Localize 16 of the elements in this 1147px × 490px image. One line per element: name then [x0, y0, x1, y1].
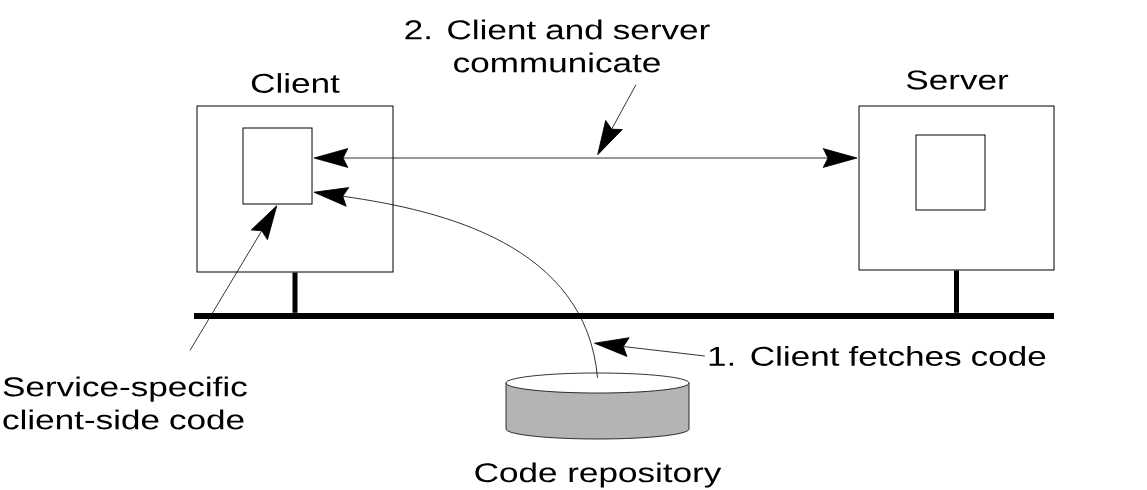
leader-line [594, 337, 706, 357]
box-heading: Server [906, 70, 1009, 90]
leader-line [189, 205, 278, 351]
leader-line [597, 84, 637, 156]
inner-box [242, 127, 313, 205]
arrow [313, 187, 598, 379]
inner-box [915, 134, 986, 211]
annotation-text: 1. Client fetches code [709, 346, 1046, 366]
box-heading: Client [251, 73, 340, 93]
network-link [954, 270, 959, 313]
network-link [292, 272, 298, 313]
repository-label: Code repository [475, 462, 722, 488]
arrow [313, 148, 858, 168]
annotation-text: Service-specific client-side code [3, 376, 247, 430]
annotation-text: 2. Client and server communicate [405, 19, 710, 73]
network-bus [194, 313, 1054, 319]
